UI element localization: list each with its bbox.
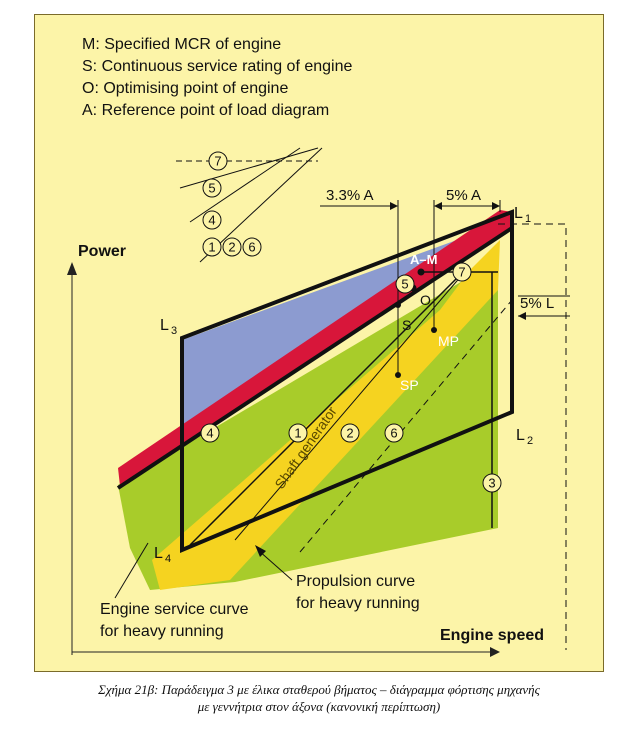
diagram-circle-7: 7 [452,262,472,282]
legend-s: S: Continuous service rating of engine [82,58,352,75]
inset-label-2: 2 [228,240,235,255]
propulsion-curve-line1: Propulsion curve [296,573,415,590]
legend-m: M: Specified MCR of engine [82,36,281,53]
corner-l1: L [514,205,523,222]
corner-l3: L [160,317,169,334]
load-diagram-boundary [180,209,514,554]
legend-a: A: Reference point of load diagram [82,102,329,119]
dim-5a-arrowhead-right [492,202,500,210]
x-axis-label: Engine speed [440,627,544,644]
figure-caption: Σχήμα 21β: Παράδειγμα 3 με έλικα σταθερο… [0,681,638,715]
dim-5l-arrowhead [518,312,526,320]
caption-line-1: Σχήμα 21β: Παράδειγμα 3 με έλικα σταθερο… [98,682,540,697]
diagram-circle-1: 1 [288,423,308,443]
diagram-label-6: 6 [390,426,397,441]
line-6-dashed [299,299,513,553]
corner-l4: L [154,545,163,562]
label-a-m: A–M [410,252,437,267]
y-axis-arrow [67,262,77,275]
inset-line-5 [179,147,319,189]
dim-5a-label: 5% A [446,187,481,204]
red-band [118,210,512,486]
corner-l2: L [516,427,525,444]
diagram-circle-4: 4 [200,423,220,443]
inset-circle-1: 1 [202,237,222,257]
inset-circle-6: 6 [242,237,262,257]
service-curve-leader [114,542,149,599]
inset-label-7: 7 [214,154,221,169]
dim-33-arrowhead [390,202,398,210]
shaft-generator-line [234,274,463,541]
legend-o: O: Optimising point of engine [82,80,288,97]
label-o: O [420,292,431,308]
corner-l4-sub: 4 [165,553,171,565]
diagram-label-3: 3 [488,476,495,491]
dim-5a-arrowhead-left [434,202,442,210]
inset-circle-7: 7 [208,151,228,171]
inset-label-1: 1 [208,240,215,255]
propulsion-curve-leader [257,549,293,581]
diagram-label-2: 2 [346,426,353,441]
label-s: S [402,317,411,333]
diagram-label-7: 7 [458,265,465,280]
diagram-circle-5: 5 [395,274,415,294]
service-curve-line2: for heavy running [100,623,224,640]
propulsion-leader-arrowhead [255,545,266,557]
dashed-extension [498,223,567,650]
point-sp [395,372,401,378]
diagram-label-4: 4 [206,426,213,441]
yellow-band [152,240,500,590]
service-curve-line1: Engine service curve [100,601,249,618]
inset-label-4: 4 [208,213,215,228]
load-diagram: 7 5 4 1 2 6 4 1 2 6 5 7 [67,36,570,657]
corner-l3-sub: 3 [171,325,177,337]
inset-circle-4: 4 [202,210,222,230]
dim-5l-label: 5% L [520,295,554,312]
diagram-circle-6: 6 [384,423,404,443]
diagram-circle-3: 3 [482,473,502,493]
corner-l1-sub: 1 [525,213,531,225]
point-mp [431,327,437,333]
inset-label-6: 6 [248,240,255,255]
inset-label-5: 5 [208,181,215,196]
caption-line-2: με γεννήτρια στον άξονα (κανονική περίπτ… [197,699,441,714]
inset-circle-5: 5 [202,178,222,198]
y-axis-label: Power [78,243,126,260]
inset-circle-2: 2 [222,237,242,257]
diagram-circle-2: 2 [340,423,360,443]
label-sp: SP [400,377,419,393]
diagram-label-5: 5 [401,277,408,292]
inset-line-4 [189,147,301,223]
dim-33a-label: 3.3% A [326,187,374,204]
propulsion-curve-line2: for heavy running [296,595,420,612]
diagram-label-1: 1 [294,426,301,441]
point-s [395,302,401,308]
corner-l2-sub: 2 [527,435,533,447]
x-axis-arrow [490,647,500,657]
label-mp: MP [438,333,459,349]
propulsion-curve [189,269,466,546]
point-a-m [417,268,425,276]
